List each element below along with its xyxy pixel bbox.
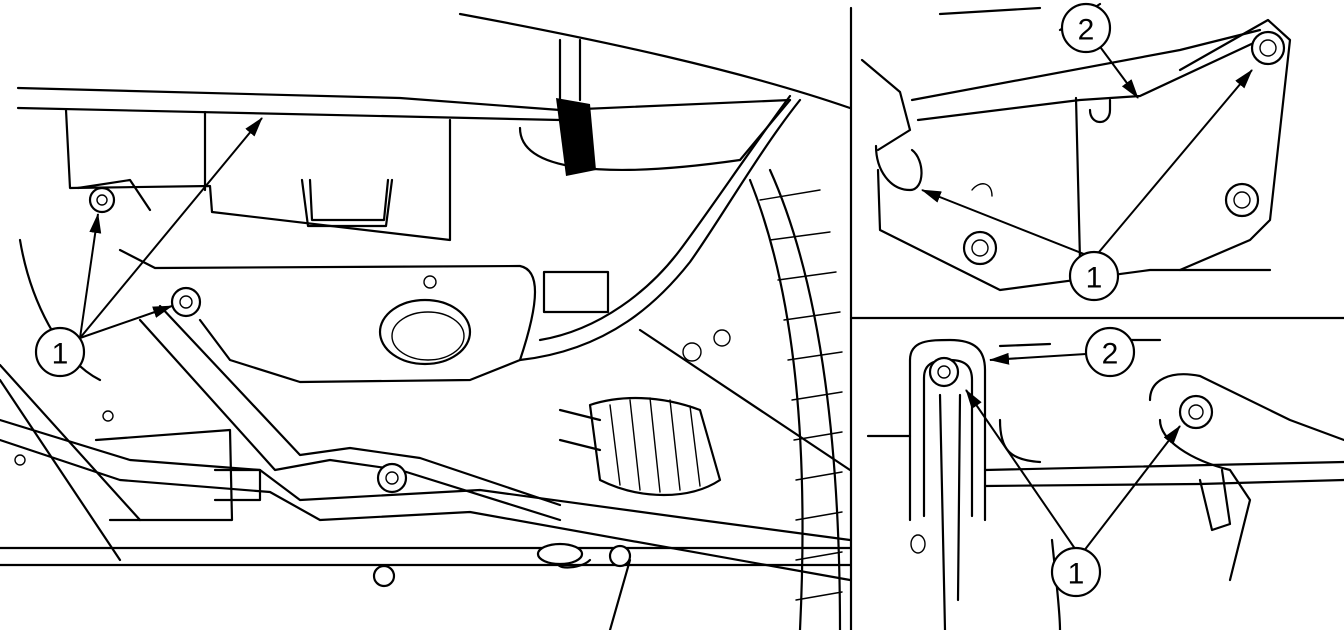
svg-text:2: 2 bbox=[1078, 14, 1095, 47]
callout-1-label: 1 bbox=[52, 338, 69, 371]
callout-2-top: 2 bbox=[1060, 2, 1112, 54]
inset-bottom-arrows bbox=[965, 352, 1181, 557]
callout-1-main: 1 bbox=[34, 326, 86, 378]
panel-dividers bbox=[849, 6, 1344, 630]
svg-text:1: 1 bbox=[1086, 262, 1103, 295]
cv-boot bbox=[558, 396, 722, 497]
svg-text:1: 1 bbox=[1068, 558, 1085, 591]
callout-1-top: 1 bbox=[1068, 250, 1120, 302]
svg-text:2: 2 bbox=[1102, 338, 1119, 371]
callout-1-bottom: 1 bbox=[1050, 546, 1102, 598]
inset-bottom bbox=[866, 338, 1344, 630]
inset-top-arrows bbox=[921, 43, 1253, 259]
main-view-arrows bbox=[79, 117, 263, 339]
main-view bbox=[0, 12, 852, 630]
inset-top bbox=[860, 2, 1292, 292]
callout-2-bottom: 2 bbox=[1084, 326, 1136, 378]
